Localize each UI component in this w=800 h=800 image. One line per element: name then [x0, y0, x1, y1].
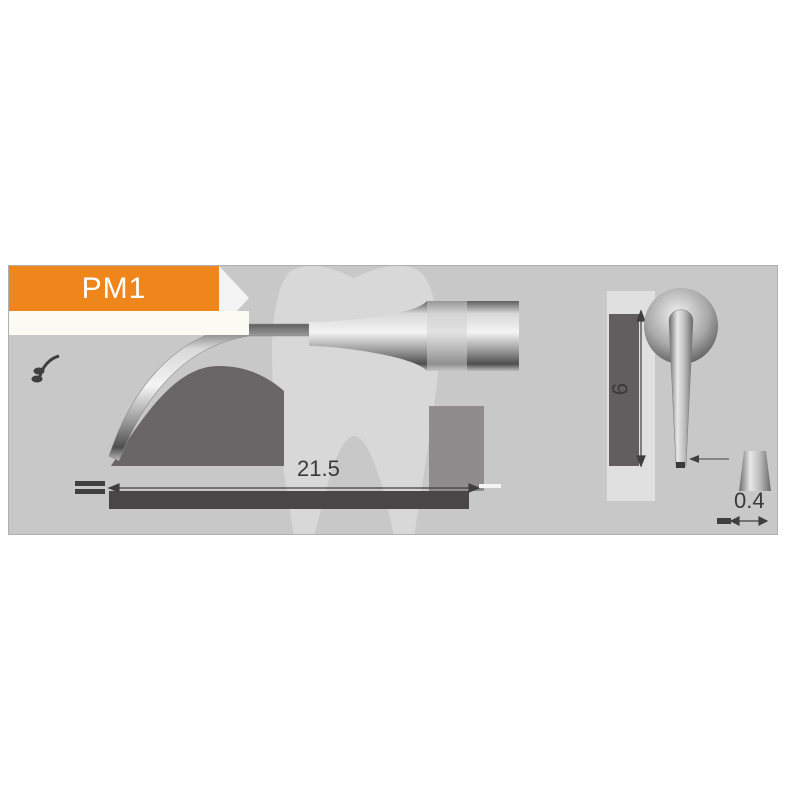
length-dimension-line — [107, 483, 481, 493]
technical-drawing — [31, 266, 771, 534]
tip-diameter-value: 0.4 — [734, 488, 765, 513]
tip-dimension-line — [729, 516, 769, 526]
height-dimension-line — [636, 309, 646, 468]
length-value: 21.5 — [297, 456, 340, 481]
model-label: PM1 — [9, 266, 219, 311]
label-underlay — [9, 311, 249, 335]
height-value: 9 — [607, 382, 633, 396]
curved-arrow-icon — [31, 354, 60, 383]
product-drawing-panel: PM1 21.5 9 0.4 — [8, 265, 778, 535]
